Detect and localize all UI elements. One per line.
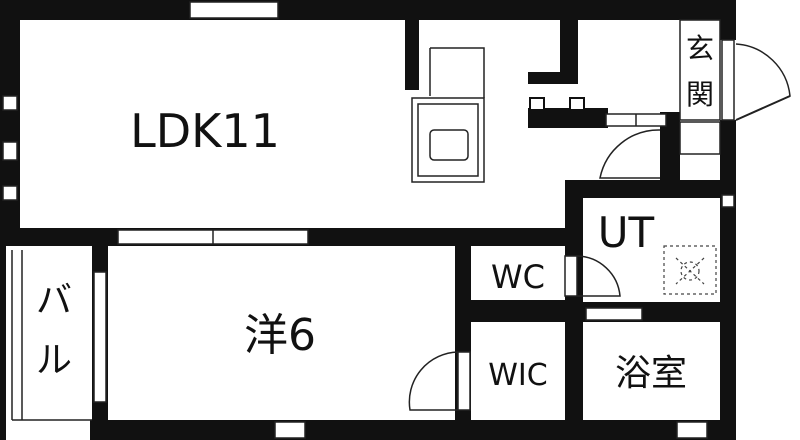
balcony-label-2: ル xyxy=(36,340,72,381)
bath-label: 浴室 xyxy=(615,353,687,394)
posts xyxy=(529,97,585,111)
washer-space-icon xyxy=(663,245,717,295)
doors xyxy=(408,129,661,411)
balcony-label-1: バ xyxy=(36,280,72,321)
kitchen-counter xyxy=(411,47,485,183)
walls xyxy=(0,0,736,440)
closet-label: WIC xyxy=(488,358,547,393)
ldk-label: LDK11 xyxy=(130,104,280,158)
toilet-label: WC xyxy=(491,258,545,296)
windows xyxy=(2,1,735,439)
balcony xyxy=(11,250,92,421)
entrance-area xyxy=(605,19,791,155)
western-room-label: 洋6 xyxy=(244,310,316,361)
utility-label: UT xyxy=(598,208,655,257)
entrance-label-1: 玄 xyxy=(686,32,714,65)
entrance-label-2: 関 xyxy=(686,78,714,111)
